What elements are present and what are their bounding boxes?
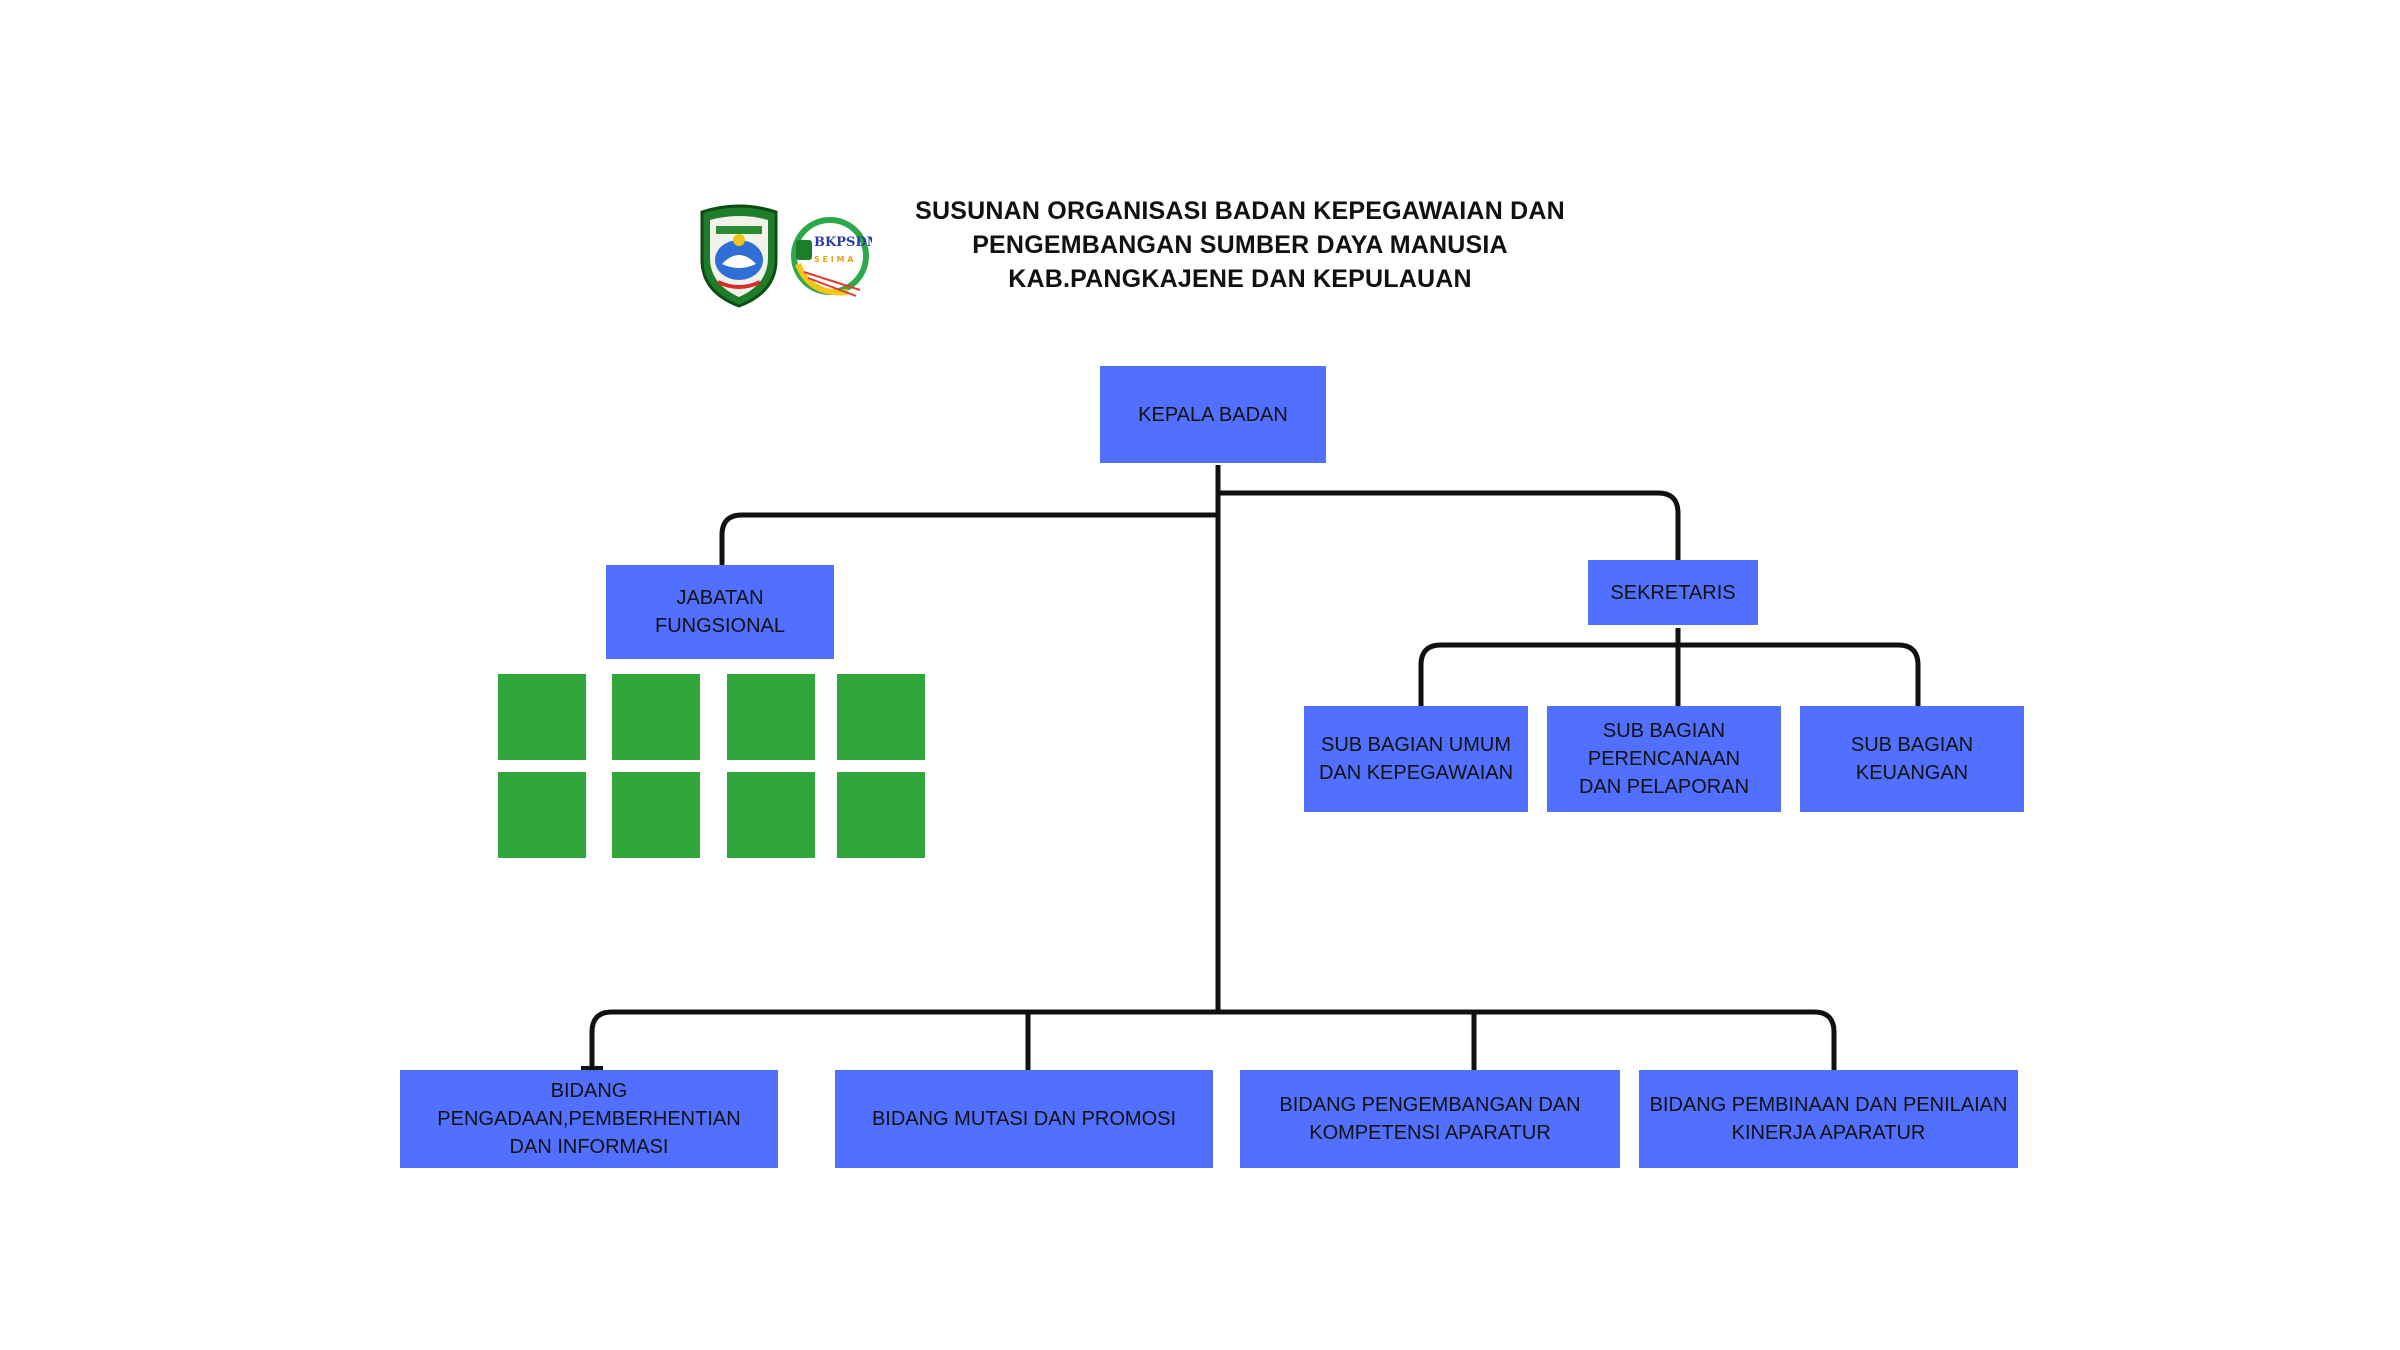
title-line-1: SUSUNAN ORGANISASI BADAN KEPEGAWAIAN DAN	[915, 197, 1565, 225]
functional-tile-3	[727, 674, 815, 760]
pangkep-crest-icon	[700, 204, 778, 308]
functional-tile-5	[498, 772, 586, 858]
division-development-competency: BIDANG PENGEMBANGAN DAN KOMPETENSI APARA…	[1240, 1070, 1620, 1168]
sub-section-bus	[1418, 642, 1921, 708]
sub-section-finance: SUB BAGIAN KEUANGAN	[1800, 706, 2024, 812]
sub-section-general-staffing: SUB BAGIAN UMUM DAN KEPEGAWAIAN	[1304, 706, 1528, 812]
title-line-2: PENGEMBANGAN SUMBER DAYA MANUSIA	[972, 231, 1508, 259]
functional-tile-4	[837, 674, 925, 760]
bkpsdm-logo-icon: BKPSDM S E I M A	[791, 217, 872, 297]
secretary-box: SEKRETARIS	[1588, 560, 1758, 625]
functional-tile-1	[498, 674, 586, 760]
functional-branch	[719, 512, 1218, 567]
division-bus	[589, 1009, 1837, 1074]
svg-text:S E I M A: S E I M A	[814, 255, 854, 264]
title-line-3: KAB.PANGKAJENE DAN KEPULAUAN	[1008, 265, 1472, 293]
division-guidance-performance: BIDANG PEMBINAAN DAN PENILAIAN KINERJA A…	[1639, 1070, 2018, 1168]
functional-tile-6	[612, 772, 700, 858]
head-box: KEPALA BADAN	[1100, 366, 1326, 463]
page-title: SUSUNAN ORGANISASI BADAN KEPEGAWAIAN DAN…	[860, 194, 1620, 296]
division-procurement-dismissal-information: BIDANG PENGADAAN,PEMBERHENTIAN DAN INFOR…	[400, 1070, 778, 1168]
svg-text:BKPSDM: BKPSDM	[814, 235, 872, 250]
functional-tile-7	[727, 772, 815, 858]
secretary-branch	[1218, 490, 1681, 562]
sub-section-planning-reporting: SUB BAGIAN PERENCANAAN DAN PELAPORAN	[1547, 706, 1781, 812]
functional-position-box: JABATAN FUNGSIONAL	[606, 565, 834, 659]
functional-tile-2	[612, 674, 700, 760]
functional-tile-8	[837, 772, 925, 858]
division-mutation-promotion: BIDANG MUTASI DAN PROMOSI	[835, 1070, 1213, 1168]
